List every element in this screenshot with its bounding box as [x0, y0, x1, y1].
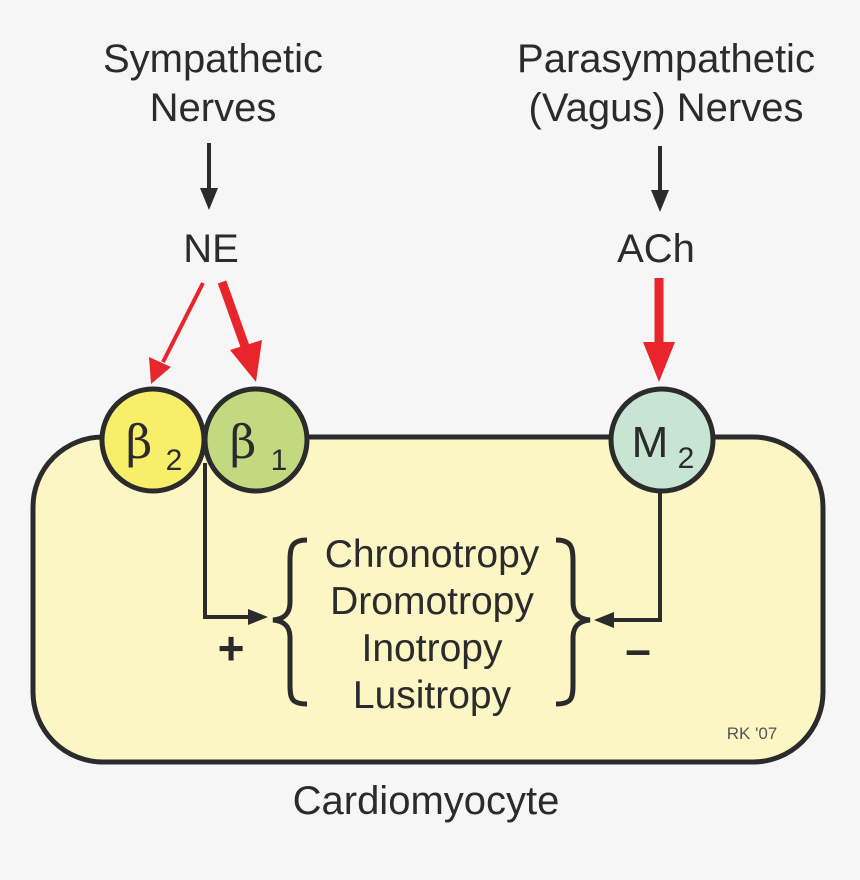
sympathetic-nerves-label-line2: Nerves: [150, 86, 277, 130]
sympathetic-release-arrow: [200, 143, 218, 210]
beta2-symbol: β: [126, 415, 153, 469]
beta2-receptor: β 2: [99, 386, 207, 494]
m2-signaling-path: [612, 485, 662, 622]
negative-arrowhead: [594, 612, 614, 628]
parasympathetic-nerves-label-line2: (Vagus) Nerves: [529, 86, 804, 130]
effect-chronotropy: Chronotropy: [325, 533, 540, 576]
beta1-subscript: 1: [271, 444, 288, 477]
negative-sign: –: [625, 623, 651, 675]
beta1-symbol: β: [230, 415, 257, 469]
positive-arrowhead: [248, 609, 268, 625]
left-brace: [272, 537, 308, 707]
effect-lusitropy: Lusitropy: [353, 674, 512, 717]
right-brace: [555, 537, 591, 707]
effect-dromotropy: Dromotropy: [330, 580, 534, 623]
parasympathetic-release-arrow: [651, 146, 669, 212]
ach-to-m2-arrow: [643, 278, 675, 382]
m2-receptor: M 2: [608, 386, 716, 494]
positive-sign: +: [218, 622, 245, 674]
beta1-receptor: β 1: [202, 386, 310, 494]
sympathetic-nerves-label-line1: Sympathetic: [103, 37, 323, 81]
ne-to-beta1-arrow: [217, 280, 262, 382]
acetylcholine-label: ACh: [617, 227, 695, 271]
beta2-subscript: 2: [166, 444, 183, 477]
effect-inotropy: Inotropy: [362, 627, 503, 670]
ne-to-beta2-arrow: [149, 282, 205, 384]
m2-subscript: 2: [678, 442, 695, 475]
cardiomyocyte-cell: [30, 434, 826, 765]
m2-symbol: M: [632, 418, 669, 467]
norepinephrine-label: NE: [183, 227, 239, 271]
cardiomyocyte-label: Cardiomyocyte: [293, 779, 560, 823]
parasympathetic-nerves-label-line1: Parasympathetic: [517, 37, 815, 81]
author-credit: RK '07: [727, 724, 778, 743]
beta-signaling-path: [203, 463, 250, 619]
